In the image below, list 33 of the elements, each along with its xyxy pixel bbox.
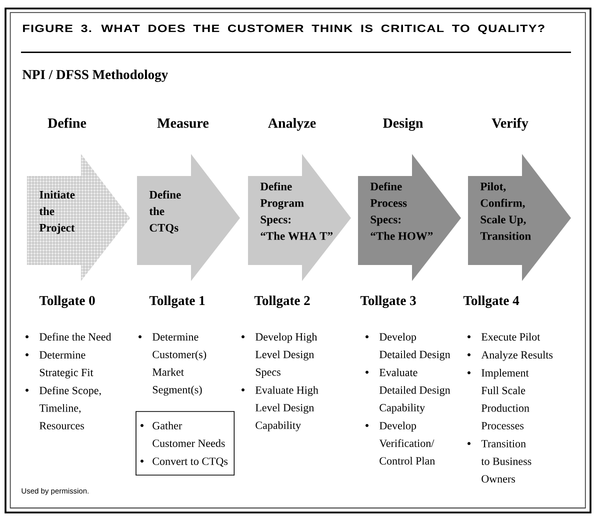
bullet-text: Determine Strategic Fit xyxy=(40,351,94,378)
tollgate-label: Tollgate 3 xyxy=(360,296,416,308)
tollgate-label: Tollgate 1 xyxy=(149,296,205,308)
diagram-subtitle: NPI / DFSS Methodology xyxy=(22,70,168,82)
phase-heading: Analyze xyxy=(268,118,316,131)
phase-heading: Define xyxy=(48,118,86,128)
bullet-text: Develop High Level Design Specs xyxy=(256,332,318,378)
bullet-text: Define Scope, Timeline, Resources xyxy=(39,386,101,430)
tollgate-label: Tollgate 0 xyxy=(39,296,95,308)
phase-heading: Design xyxy=(383,118,424,131)
bullet-text: Gather Customer Needs xyxy=(152,422,225,447)
step-text: Define Program Specs: “The WHA T” xyxy=(260,182,333,240)
step-text: Define Process Specs: “The HOW” xyxy=(370,182,433,240)
bullet-text: Determine Customer(s) Market Segment(s) xyxy=(152,333,206,396)
process-step-shape xyxy=(27,154,130,281)
bullet-text: Convert to CTQs xyxy=(152,458,228,467)
bullet-text: Evaluate High Level Design Capability xyxy=(256,386,318,432)
tollgate-label: Tollgate 2 xyxy=(254,296,310,308)
step-text: Define the CTQs xyxy=(149,190,181,234)
tollgate-label: Tollgate 4 xyxy=(463,296,520,308)
step-text: Initiate the Project xyxy=(39,190,75,234)
bullet-text: Develop Detailed Design xyxy=(380,332,450,360)
phase-heading: Verify xyxy=(492,118,528,131)
bullet-text: Execute Pilot xyxy=(482,332,540,341)
bullet-text: Develop Verification/ Control Plan xyxy=(379,422,435,465)
bullet-text: Evaluate Detailed Design Capability xyxy=(380,368,450,414)
phase-heading: Measure xyxy=(157,118,209,128)
figure-title: FIGURE 3. WHAT DOES THE CUSTOMER THINK IS CRITICAL TO QUALITY? xyxy=(23,24,544,34)
bullet-text: Transition to Business Owners xyxy=(481,440,532,483)
bullet-text: Define the Need xyxy=(40,332,112,341)
bullet-text: Implement Full Scale Production Processes xyxy=(482,368,530,430)
step-text: Pilot, Confirm, Scale Up, Transition xyxy=(480,182,531,240)
bullet-text: Analyze Results xyxy=(481,350,553,361)
